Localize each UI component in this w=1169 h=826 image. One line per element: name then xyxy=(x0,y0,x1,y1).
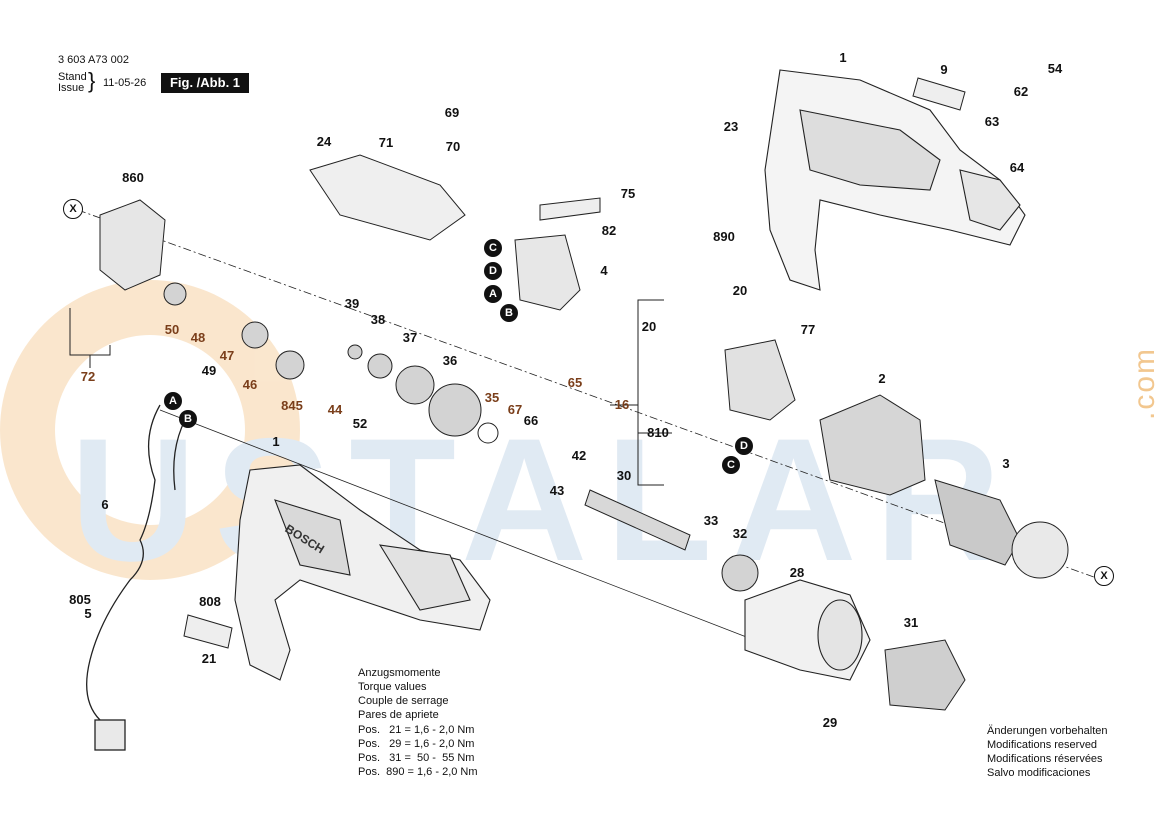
part-number: 860 xyxy=(122,170,144,185)
issue-date: 11-05-26 xyxy=(103,77,147,89)
part-number: 37 xyxy=(402,330,418,345)
modifications-es: Salvo modificaciones xyxy=(987,767,1091,779)
part-number: 808 xyxy=(199,594,221,609)
callout-a: A xyxy=(484,285,502,303)
gears xyxy=(163,282,759,592)
part-number: 805 xyxy=(69,592,91,607)
part-number: 9 xyxy=(940,62,948,77)
part-number: 39 xyxy=(344,296,360,311)
stand-label: Stand xyxy=(58,71,87,83)
switch xyxy=(514,234,581,311)
callout-x: X xyxy=(63,199,83,219)
part-number: 30 xyxy=(616,468,632,483)
power-cord xyxy=(86,404,186,751)
part-number: 810 xyxy=(647,425,669,440)
part-number: 29 xyxy=(822,715,838,730)
callout-x: X xyxy=(1094,566,1114,586)
front-cover xyxy=(744,579,871,681)
part-number: 71 xyxy=(378,135,394,150)
part-number: 64 xyxy=(1009,160,1025,175)
part-number: 28 xyxy=(789,565,805,580)
part-number: 62 xyxy=(1013,84,1029,99)
spindle xyxy=(584,489,691,551)
torque-heading-de: Anzugsmomente xyxy=(358,667,441,679)
part-number: 66 xyxy=(523,413,539,428)
brace-glyph: } xyxy=(88,68,96,93)
issue-label: Issue xyxy=(58,82,85,94)
part-number: 49 xyxy=(201,363,217,378)
armature xyxy=(934,479,1069,579)
stator xyxy=(819,394,926,496)
housing-half-right xyxy=(764,69,1026,291)
part-number: 46 xyxy=(242,377,258,392)
part-number: 32 xyxy=(732,526,748,541)
callout-c: C xyxy=(722,456,740,474)
part-number: 82 xyxy=(601,223,617,238)
part-number: 21 xyxy=(201,651,217,666)
part-number: 4 xyxy=(600,263,608,278)
part-number: 16 xyxy=(614,397,630,412)
part-number: 890 xyxy=(713,229,735,244)
part-number: 6 xyxy=(101,497,109,512)
drill-chuck xyxy=(884,639,966,711)
gear-housing xyxy=(99,199,166,291)
part-number: 35 xyxy=(484,390,500,405)
labels-stickers xyxy=(183,77,966,649)
part-number: 38 xyxy=(370,312,386,327)
part-number: 23 xyxy=(723,119,739,134)
brush-holder xyxy=(724,339,796,421)
torque-heading-es: Pares de apriete xyxy=(358,709,439,721)
part-number: 24 xyxy=(316,134,332,149)
callout-b: B xyxy=(500,304,518,322)
part-number: 63 xyxy=(984,114,1000,129)
part-number: 1 xyxy=(839,50,847,65)
part-number: 1 xyxy=(272,434,280,449)
callout-b: B xyxy=(179,410,197,428)
torque-row: Pos. 890 = 1,6 - 2,0 Nm xyxy=(358,766,478,778)
part-number: 67 xyxy=(507,402,523,417)
part-number: 3 xyxy=(1002,456,1010,471)
torque-row: Pos. 21 = 1,6 - 2,0 Nm xyxy=(358,724,475,736)
torque-heading-fr: Couple de serrage xyxy=(358,695,449,707)
figure-label: Fig. /Abb. 1 xyxy=(161,73,249,93)
part-number: 36 xyxy=(442,353,458,368)
part-number: 42 xyxy=(571,448,587,463)
watermark-suffix: .com xyxy=(1128,346,1161,420)
housing-half-left xyxy=(234,464,491,681)
part-number: 77 xyxy=(800,322,816,337)
part-number: 20 xyxy=(641,319,657,334)
part-number: 70 xyxy=(445,139,461,154)
part-number: 75 xyxy=(620,186,636,201)
callout-d: D xyxy=(735,437,753,455)
callout-a: A xyxy=(164,392,182,410)
part-number: 69 xyxy=(444,105,460,120)
modifications-fr: Modifications réservées xyxy=(987,753,1103,765)
part-number: 5 xyxy=(84,606,92,621)
handle-cover xyxy=(309,154,466,241)
callout-d: D xyxy=(484,262,502,280)
part-number: 33 xyxy=(703,513,719,528)
part-number: 31 xyxy=(903,615,919,630)
torque-row: Pos. 29 = 1,6 - 2,0 Nm xyxy=(358,738,475,750)
part-number: 52 xyxy=(352,416,368,431)
torque-row: Pos. 31 = 50 - 55 Nm xyxy=(358,752,475,764)
part-number: 54 xyxy=(1047,61,1063,76)
part-number: 48 xyxy=(190,330,206,345)
callout-c: C xyxy=(484,239,502,257)
part-number: 20 xyxy=(732,283,748,298)
part-number: 72 xyxy=(80,369,96,384)
part-number: 2 xyxy=(878,371,886,386)
modifications-en: Modifications reserved xyxy=(987,739,1098,751)
modifications-de: Änderungen vorbehalten xyxy=(987,725,1108,737)
part-number: 47 xyxy=(219,348,235,363)
part-number: 44 xyxy=(327,402,343,417)
part-number: 43 xyxy=(549,483,565,498)
torque-heading-en: Torque values xyxy=(358,681,427,693)
part-number: 845 xyxy=(281,398,303,413)
document-number: 3 603 A73 002 xyxy=(58,54,129,66)
part-number: 65 xyxy=(567,375,583,390)
part-number: 50 xyxy=(164,322,180,337)
